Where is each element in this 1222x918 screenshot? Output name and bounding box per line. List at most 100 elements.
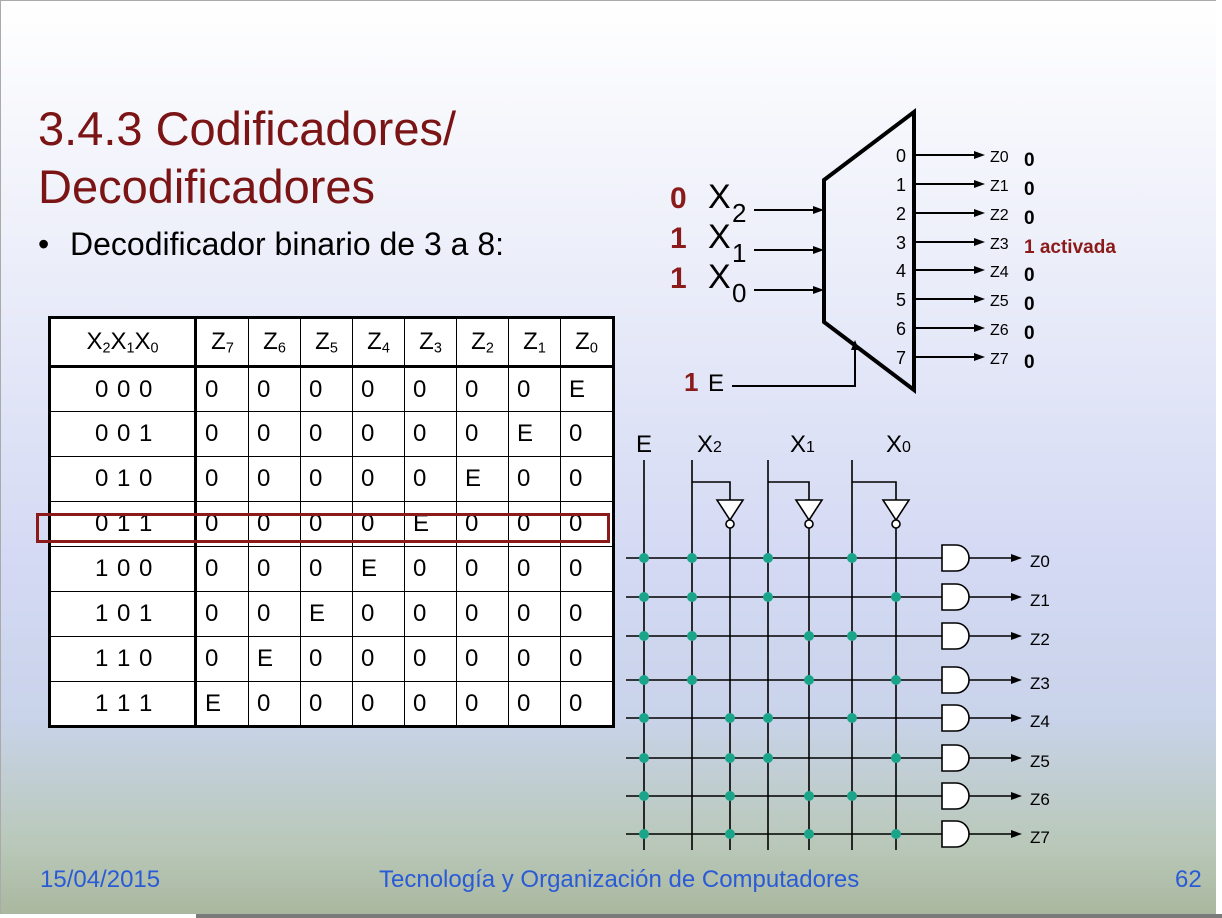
inverter-gate: [794, 499, 824, 522]
junction-dot: [804, 791, 814, 801]
table-cell-output: E: [560, 366, 614, 412]
junction-dot: [639, 713, 649, 723]
output-value: 0: [1024, 150, 1035, 171]
junction-dot: [847, 791, 857, 801]
table-cell-output: 0: [404, 591, 457, 637]
arrow-icon: [1011, 593, 1022, 601]
junction-dot: [687, 675, 697, 685]
slide-edge: [1216, 0, 1222, 918]
table-cell-output: 0: [560, 501, 614, 547]
output-value: 0: [1024, 179, 1035, 200]
arrow-icon: [1011, 632, 1022, 640]
header-output: Z4: [352, 317, 405, 368]
junction-dot: [891, 829, 901, 839]
junction-dot: [687, 553, 697, 563]
output-label: Z1: [990, 178, 1009, 195]
input-value: 0: [670, 182, 687, 215]
circuit-input-subscript: 0: [902, 439, 911, 456]
circuit-input-label: X: [790, 431, 806, 458]
table-cell-output: 0: [404, 681, 457, 727]
junction-dot: [804, 829, 814, 839]
title-line-1: 3.4.3 Codificadores/: [38, 102, 457, 155]
arrow-icon: [1011, 754, 1022, 762]
junction-dot: [639, 829, 649, 839]
output-value: 0: [1024, 294, 1035, 315]
junction-dot: [763, 553, 773, 563]
junction-dot: [763, 713, 773, 723]
junction-dot: [687, 592, 697, 602]
port-number: 2: [896, 204, 906, 224]
input-subscript: 2: [732, 198, 746, 228]
inverter-wire: [768, 481, 810, 500]
circuit-input-subscript: 2: [713, 439, 722, 456]
arrow-icon: [1011, 554, 1022, 562]
input-label: X: [708, 218, 731, 256]
table-cell-output: 0: [404, 456, 457, 502]
inverter-gate: [715, 499, 745, 522]
input-label: X: [708, 178, 731, 216]
junction-dot: [847, 553, 857, 563]
table-cell-output: 0: [508, 366, 561, 412]
arrow-icon: [974, 353, 985, 361]
table-cell-output: 0: [404, 636, 457, 682]
arrow-icon: [1011, 714, 1022, 722]
junction-dot: [639, 631, 649, 641]
bottom-bar-segment: [0, 914, 196, 918]
header-output: Z0: [560, 317, 614, 368]
circuit-input-label: X: [886, 431, 902, 458]
table-cell-input: 1 0 1: [49, 591, 197, 637]
junction-dot: [725, 829, 735, 839]
junction-dot: [639, 592, 649, 602]
arrow-icon: [813, 246, 824, 254]
enable-value: 1: [684, 367, 698, 397]
port-number: 6: [896, 319, 906, 339]
table-cell-output: 0: [248, 366, 301, 412]
port-number: 5: [896, 290, 906, 310]
table-cell-output: 0: [560, 681, 614, 727]
junction-dot: [639, 753, 649, 763]
port-number: 3: [896, 233, 906, 253]
table-cell-output: 0: [300, 636, 353, 682]
table-cell-output: 0: [300, 546, 353, 592]
and-gate: [941, 544, 970, 572]
circuit-output-label: Z2: [1030, 630, 1050, 649]
arrow-icon: [974, 180, 985, 188]
circuit-output-label: Z1: [1030, 591, 1050, 610]
circuit-input-label: X: [697, 431, 713, 458]
junction-dot: [891, 675, 901, 685]
table-cell-output: 0: [352, 366, 405, 412]
output-label: Z7: [990, 351, 1009, 368]
table-cell-output: 0: [508, 681, 561, 727]
footer-course-title: Tecnología y Organización de Computadore…: [379, 866, 860, 893]
enable-wire: [732, 350, 856, 387]
table-cell-output: 0: [195, 411, 249, 457]
junction-dot: [639, 791, 649, 801]
page-title: 3.4.3 Codificadores/ Decodificadores: [38, 100, 456, 216]
table-cell-output: 0: [508, 591, 561, 637]
inverter-gate: [881, 499, 911, 522]
port-number: 1: [896, 175, 906, 195]
table-cell-output: 0: [560, 546, 614, 592]
and-gate: [941, 744, 970, 772]
arrow-icon: [974, 209, 985, 217]
enable-label: E: [708, 370, 724, 397]
circuit-output-label: Z0: [1030, 552, 1050, 571]
header-output: Z6: [248, 317, 301, 368]
output-label: Z2: [990, 207, 1009, 224]
table-cell-output: 0: [248, 456, 301, 502]
junction-dot: [847, 631, 857, 641]
output-label: Z3: [990, 236, 1009, 253]
junction-dot: [891, 753, 901, 763]
port-number: 7: [896, 348, 906, 368]
port-number: 0: [896, 146, 906, 166]
junction-dot: [804, 631, 814, 641]
arrow-icon: [974, 238, 985, 246]
bullet-item: •Decodificador binario de 3 a 8:: [38, 226, 504, 263]
output-label: Z6: [990, 322, 1009, 339]
table-cell-input: 1 1 0: [49, 636, 197, 682]
